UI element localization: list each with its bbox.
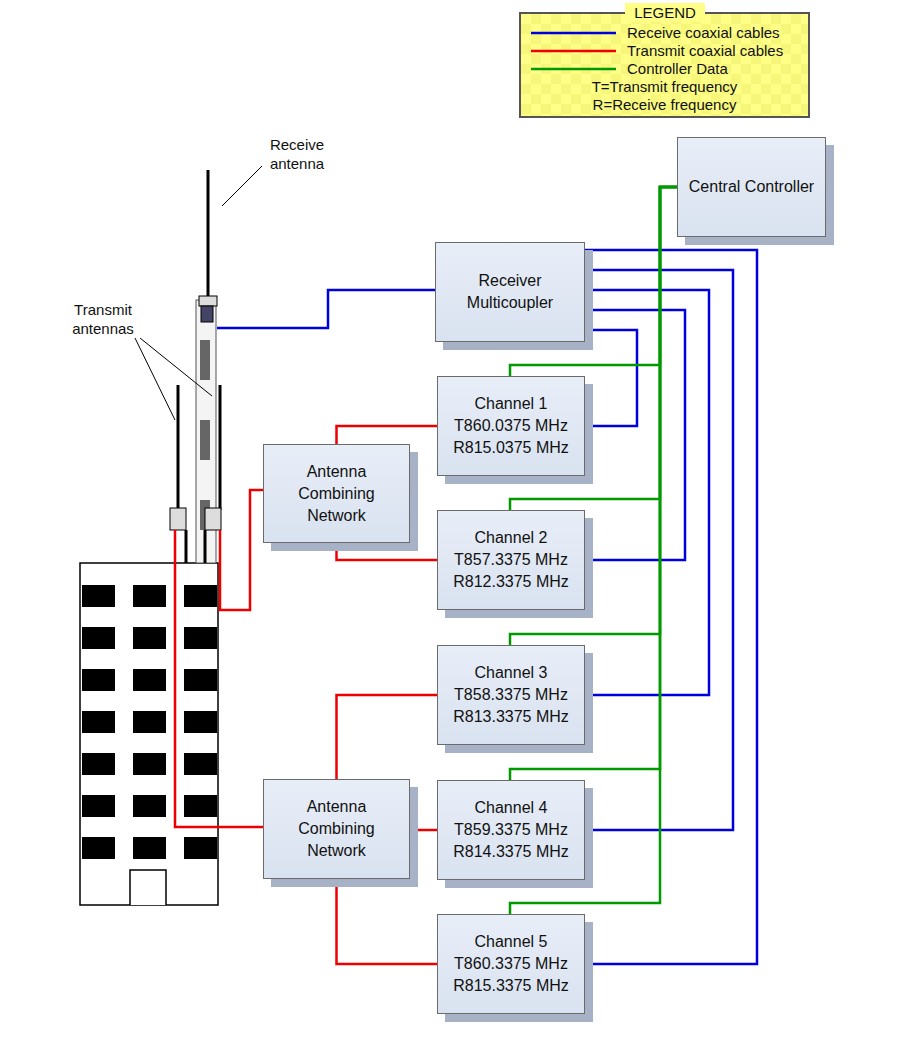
antenna-connector <box>170 508 186 530</box>
legend-line-sample <box>531 32 616 35</box>
node-text: Antenna Combining Network <box>269 461 404 527</box>
combiner-box: Antenna Combining Network <box>263 444 410 543</box>
window <box>133 585 166 607</box>
window <box>133 627 166 649</box>
antenna-cable <box>204 530 207 563</box>
legend-line-sample <box>531 50 616 53</box>
channel-box: Channel 2T857.3375 MHzR812.3375 MHz <box>437 510 585 610</box>
multicoupler-box: Receiver Multicoupler <box>435 242 585 342</box>
window <box>184 795 217 817</box>
window <box>82 669 115 691</box>
building <box>80 563 218 905</box>
legend-text: Controller Data <box>627 60 728 78</box>
mast-stripe <box>200 420 210 460</box>
legend-box: Receive coaxial cablesTransmit coaxial c… <box>519 12 810 118</box>
node-text: Channel 4 <box>475 797 548 819</box>
legend-text: Receive coaxial cables <box>627 24 780 42</box>
receive-antenna <box>207 170 210 298</box>
window <box>133 753 166 775</box>
legend-text: T=Transmit frequency <box>521 78 808 96</box>
antenna-connector <box>199 296 217 306</box>
antenna-cable <box>185 530 188 563</box>
transmit-cable <box>337 543 438 560</box>
callout-label: Transmit antennas <box>58 300 148 338</box>
node-text: Central Controller <box>689 176 814 198</box>
window <box>184 837 217 859</box>
node-text: Channel 5 <box>475 931 548 953</box>
transmit-antenna <box>219 385 222 510</box>
leader-line <box>222 166 262 206</box>
window <box>82 753 115 775</box>
node-text: T859.3375 MHz <box>454 819 568 841</box>
node-text: R815.0375 MHz <box>453 437 569 459</box>
legend-line-sample <box>531 68 616 71</box>
transmit-antenna <box>177 385 180 510</box>
window <box>82 795 115 817</box>
node-text: R814.3375 MHz <box>453 841 569 863</box>
node-text: Receiver Multicoupler <box>441 270 579 314</box>
node-text: T860.3375 MHz <box>454 953 568 975</box>
node-text: Antenna Combining Network <box>269 796 404 862</box>
building-windows <box>82 585 217 859</box>
window <box>184 669 217 691</box>
building-door <box>130 870 166 905</box>
transmit-cable <box>337 695 438 779</box>
node-text: Channel 1 <box>475 393 548 415</box>
transmit-cable <box>337 879 438 964</box>
window <box>82 585 115 607</box>
channel-box: Channel 3T858.3375 MHzR813.3375 MHz <box>437 645 585 745</box>
window <box>133 711 166 733</box>
node-text: R813.3375 MHz <box>453 706 569 728</box>
window <box>133 795 166 817</box>
window <box>133 837 166 859</box>
legend-title: LEGEND <box>625 3 705 22</box>
transmit-cable <box>337 426 438 444</box>
antenna-connector <box>201 306 213 322</box>
node-text: T858.3375 MHz <box>454 684 568 706</box>
channel-box: Channel 4T859.3375 MHzR814.3375 MHz <box>437 780 585 880</box>
antenna-connector <box>205 508 221 530</box>
callout-label: Receive antenna <box>255 135 339 173</box>
combiner-box: Antenna Combining Network <box>263 779 410 879</box>
node-text: R815.3375 MHz <box>453 975 569 997</box>
window <box>184 627 217 649</box>
node-text: T860.0375 MHz <box>454 415 568 437</box>
window <box>82 837 115 859</box>
channel-box: Channel 5T860.3375 MHzR815.3375 MHz <box>437 914 585 1014</box>
window <box>184 711 217 733</box>
receive-cable <box>585 330 637 426</box>
node-text: R812.3375 MHz <box>453 571 569 593</box>
legend-text: Transmit coaxial cables <box>627 42 783 60</box>
window <box>82 711 115 733</box>
channel-box: Channel 1T860.0375 MHzR815.0375 MHz <box>437 376 585 476</box>
receive-cable <box>217 290 435 328</box>
node-text: Channel 2 <box>475 527 548 549</box>
window <box>133 669 166 691</box>
mast-stripe <box>200 340 210 380</box>
controller-box: Central Controller <box>677 137 826 237</box>
legend-text: R=Receive frequency <box>521 96 808 114</box>
transmit-cable <box>220 490 263 610</box>
window <box>82 627 115 649</box>
transmit-cable <box>175 530 263 827</box>
receive-cable <box>585 250 757 964</box>
node-text: Channel 3 <box>475 662 548 684</box>
window <box>184 585 217 607</box>
node-text: T857.3375 MHz <box>454 549 568 571</box>
transmit-cable <box>410 829 437 832</box>
receive-cable <box>585 310 685 560</box>
leader-line <box>140 338 212 396</box>
window <box>184 753 217 775</box>
